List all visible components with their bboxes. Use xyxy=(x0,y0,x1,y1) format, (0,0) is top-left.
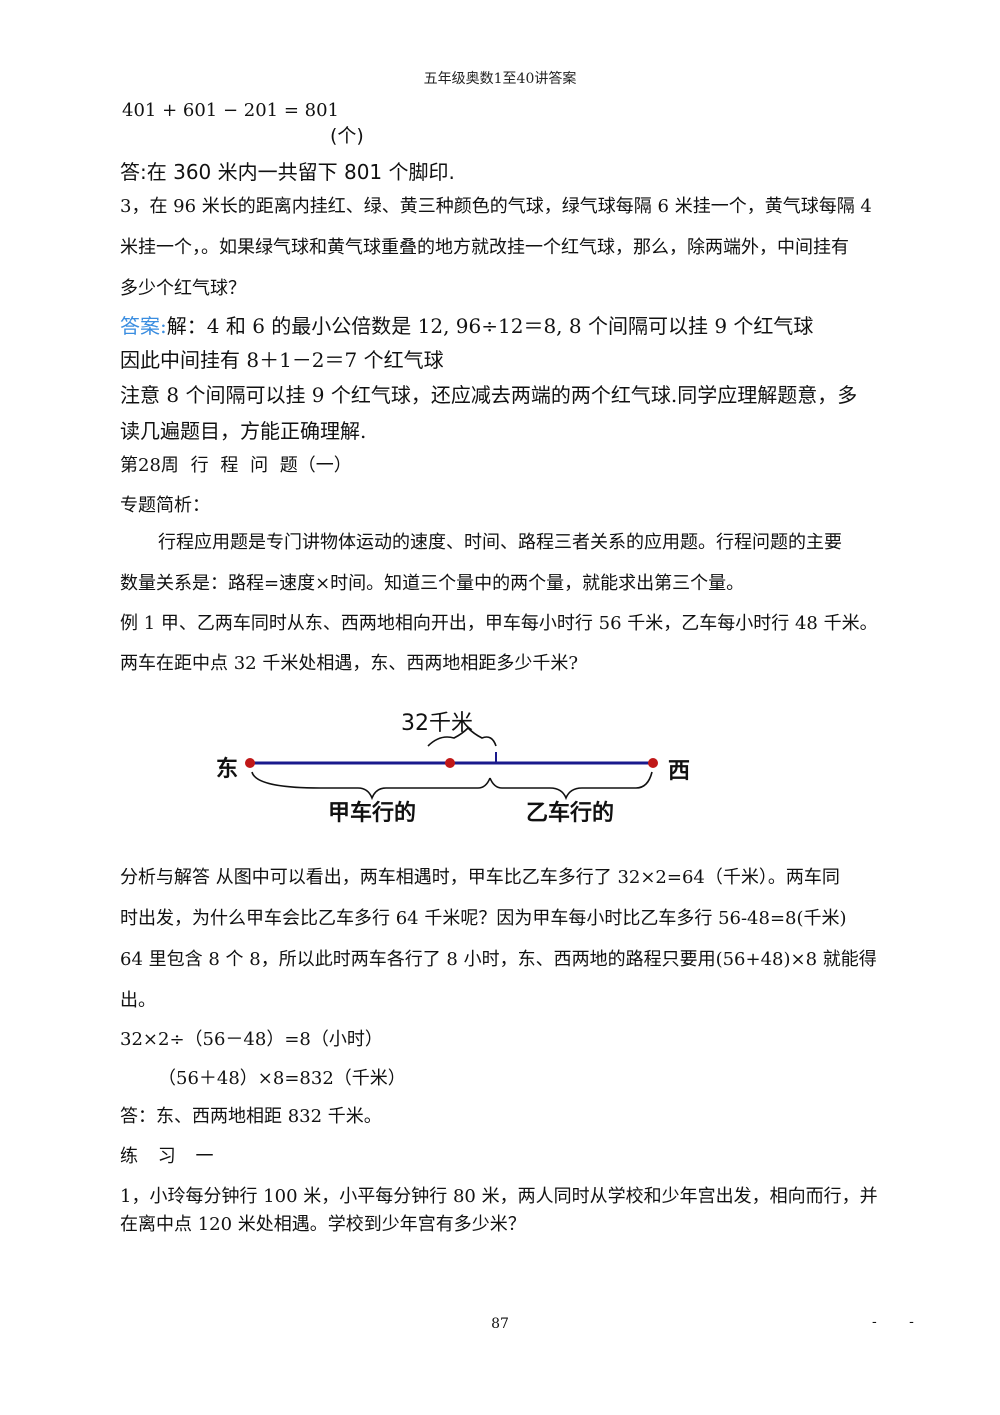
page-header: 五年级奥数1至40讲答案 xyxy=(423,71,577,87)
calculation-2: （56＋48）×8=832（千米） xyxy=(158,1068,406,1089)
exercise-heading: 练 习 一 xyxy=(120,1146,214,1167)
analysis-line-1: 分析与解答 从图中可以看出，两车相遇时，甲车比乙车多行了 32×2=64（千米）… xyxy=(120,867,840,888)
answer-label: 答案: xyxy=(120,314,167,338)
problem-3-line-2: 米挂一个，。如果绿气球和黄气球重叠的地方就改挂一个红气球，那么，除两端外，中间挂… xyxy=(120,237,849,258)
analysis-line-2: 时出发，为什么甲车会比乙车多行 64 千米呢？因为甲车每小时比乙车多行 56-4… xyxy=(120,908,847,929)
analysis-line-3: 64 里包含 8 个 8，所以此时两车各行了 8 小时，东、西两地的路程只要用(… xyxy=(120,949,877,970)
solution-3-line-1: 答案:解：4 和 6 的最小公倍数是 12, 96÷12＝8, 8 个间隔可以挂… xyxy=(120,310,813,339)
section-title: 第28周 行 程 问 题（一） xyxy=(120,455,352,476)
east-point xyxy=(245,758,255,768)
formula-unit: (个) xyxy=(330,125,364,147)
west-point xyxy=(648,758,658,768)
calculation-1: 32×2÷（56－48）=8（小时） xyxy=(120,1029,383,1050)
left-brace xyxy=(251,771,491,801)
solution-3-line-4: 读几遍题目，方能正确理解. xyxy=(120,419,367,443)
previous-answer: 答:在 360 米内一共留下 801 个脚印. xyxy=(120,160,455,184)
east-label: 东 xyxy=(216,756,238,782)
analysis-line-4: 出。 xyxy=(120,990,156,1011)
problem-3-line-3: 多少个红气球？ xyxy=(120,278,246,299)
midpoint-offset-label: 32千米 xyxy=(401,711,473,736)
meeting-point xyxy=(445,758,455,768)
exercise-line-2: 在离中点 120 米处相遇。学校到少年宫有多少米？ xyxy=(120,1214,526,1235)
example-answer: 答：东、西两地相距 832 千米。 xyxy=(120,1106,382,1127)
example-1-line-2: 两车在距中点 32 千米处相遇，东、西两地相距多少千米? xyxy=(120,653,578,674)
example-1-line-1: 例 1 甲、乙两车同时从东、西两地相向开出，甲车每小时行 56 千米，乙车每小时… xyxy=(120,613,878,634)
intro-line-2: 数量关系是：路程=速度×时间。知道三个量中的两个量，就能求出第三个量。 xyxy=(120,573,745,594)
right-brace xyxy=(489,771,653,801)
top-brace xyxy=(427,726,497,747)
formula-equation: 401 + 601 − 201 = 801 xyxy=(122,100,340,121)
car-a-segment-label: 甲车行的 xyxy=(328,800,416,826)
exercise-line-1: 1，小玲每分钟行 100 米，小平每分钟行 80 米，两人同时从学校和少年宫出发… xyxy=(120,1186,878,1207)
distance-diagram: 32千米 东 西 甲车行的 乙车行的 xyxy=(216,711,690,826)
intro-heading: 专题简析： xyxy=(120,495,210,516)
car-b-segment-label: 乙车行的 xyxy=(526,800,614,826)
page-number: 87 xyxy=(491,1316,509,1332)
west-label: 西 xyxy=(668,759,690,784)
solution-3-line-3: 注意 8 个间隔可以挂 9 个红气球，还应减去两端的两个红气球.同学应理解题意，… xyxy=(120,383,858,407)
solution-3-text: 解：4 和 6 的最小公倍数是 12, 96÷12＝8, 8 个间隔可以挂 9 … xyxy=(166,314,814,338)
solution-3-line-2: 因此中间挂有 8＋1－2＝7 个红气球 xyxy=(120,348,444,372)
intro-line-1: 行程应用题是专门讲物体运动的速度、时间、路程三者关系的应用题。行程问题的主要 xyxy=(158,532,842,553)
footer-marks: - - xyxy=(872,1314,928,1330)
problem-3-line-1: 3，在 96 米长的距离内挂红、绿、黄三种颜色的气球，绿气球每隔 6 米挂一个，… xyxy=(120,196,872,217)
